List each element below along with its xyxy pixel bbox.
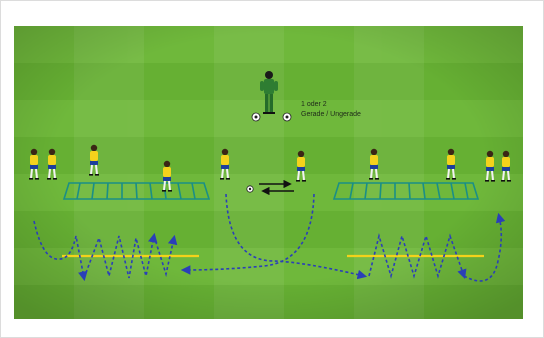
player-figure xyxy=(296,150,306,182)
player-figure xyxy=(29,148,39,180)
coach-label-line2: Gerade / Ungerade xyxy=(301,111,361,118)
coach-balls xyxy=(251,112,292,122)
player-figure xyxy=(501,150,511,182)
coach-instruction-label: 1 oder 2 Gerade / Ungerade xyxy=(301,100,361,120)
agility-ladder-right xyxy=(332,182,480,200)
player-figure xyxy=(47,148,57,180)
coach-label-line1: 1 oder 2 xyxy=(301,101,327,108)
player-figure xyxy=(446,148,456,180)
coach-figure xyxy=(260,71,278,114)
curved-path-left xyxy=(225,193,368,280)
grass-stripes xyxy=(14,26,523,319)
running-path-left xyxy=(33,220,178,282)
running-path-right xyxy=(368,212,506,282)
player-figure xyxy=(369,148,379,180)
player-figure xyxy=(220,148,230,180)
player-figure xyxy=(162,160,172,192)
ball-icon xyxy=(251,112,261,122)
drill-diagram xyxy=(14,26,523,319)
players xyxy=(29,144,511,193)
curved-path-right xyxy=(180,193,315,275)
player-figure xyxy=(89,144,99,176)
ball-icon xyxy=(282,112,292,122)
pass-arrows xyxy=(259,179,294,196)
soccer-pitch: 1 oder 2 Gerade / Ungerade xyxy=(14,26,523,319)
player-figure xyxy=(485,150,495,182)
ball-icon xyxy=(246,185,254,193)
agility-ladder-left xyxy=(62,182,211,200)
